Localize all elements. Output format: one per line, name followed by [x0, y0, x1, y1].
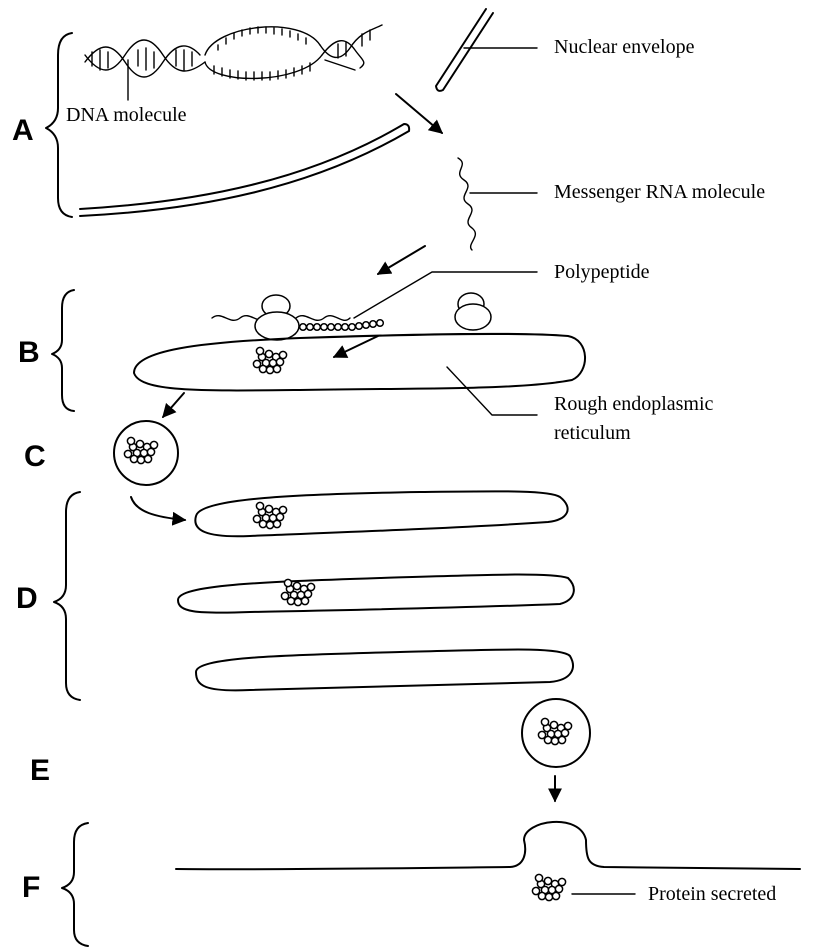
section-label-e: E: [30, 754, 50, 787]
polypeptide-label: Polypeptide: [554, 261, 650, 283]
mrna-molecule: [458, 158, 475, 250]
section-label-a: A: [12, 114, 34, 147]
mrna-strand-right: [296, 316, 350, 321]
polypeptide-chain: [300, 320, 384, 331]
brace-f: [62, 823, 88, 946]
brace-d: [54, 492, 80, 700]
arrow-to-ribosome: [378, 246, 425, 274]
golgi-cisterna-3: [196, 650, 573, 691]
golgi-cisterna-2: [178, 575, 574, 613]
rough-er-label-line2: reticulum: [554, 422, 631, 444]
section-label-f: F: [22, 871, 40, 904]
brace-b: [52, 290, 74, 411]
arrow-to-golgi: [131, 497, 185, 520]
nuclear-envelope-lower: [80, 124, 409, 216]
arrow-to-vesicle: [163, 393, 184, 417]
secreted-protein: [532, 874, 565, 900]
section-label-d: D: [16, 582, 38, 615]
nuclear-envelope-upper: [436, 9, 493, 91]
ribosome-attached: [255, 295, 299, 340]
protein-secreted-label: Protein secreted: [648, 883, 776, 905]
dna-molecule-label: DNA molecule: [66, 104, 187, 126]
protein-in-er: [253, 347, 286, 373]
arrow-into-er: [334, 336, 378, 357]
rough-er-label-line1: Rough endoplasmic: [554, 393, 714, 415]
dna-molecule: [85, 25, 382, 100]
protein-in-secretory-vesicle: [538, 718, 571, 744]
plasma-membrane: [176, 822, 800, 869]
arrow-transcription: [396, 94, 442, 133]
protein-in-golgi-1: [253, 502, 286, 528]
protein-in-golgi-2: [281, 579, 314, 605]
golgi-cisterna-1: [195, 491, 567, 536]
rough-er-cisterna: [134, 334, 585, 391]
section-label-b: B: [18, 336, 40, 369]
mrna-label: Messenger RNA molecule: [554, 181, 765, 203]
section-label-c: C: [24, 440, 46, 473]
protein-in-vesicle: [124, 437, 157, 463]
nuclear-envelope-label: Nuclear envelope: [554, 36, 695, 58]
polypeptide-pointer: [354, 272, 537, 318]
rough-er-pointer: [447, 367, 537, 415]
ribosome-free: [455, 293, 491, 330]
